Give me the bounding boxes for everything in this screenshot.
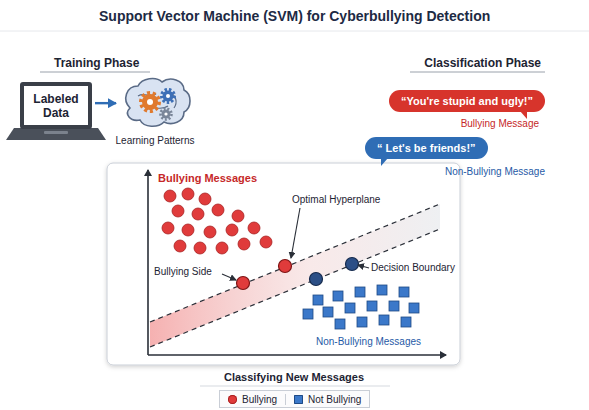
legend-swatch	[294, 395, 303, 404]
connector-arrow	[95, 102, 116, 104]
node-text: Labeled Data	[24, 92, 88, 120]
callout-label: Bullying Side	[154, 266, 212, 277]
diagram-title: Support Vector Machine (SVM) for Cyberbu…	[99, 8, 490, 24]
brain-icon	[126, 79, 190, 127]
laptop-base	[6, 128, 106, 140]
class-label: Non-Bullying Messages	[316, 336, 421, 347]
x-axis	[148, 354, 446, 356]
brain-node: Learning Patterns	[114, 78, 196, 146]
section-rule	[40, 72, 150, 73]
leader-arrow	[291, 208, 300, 258]
margin-band	[150, 204, 440, 347]
legend-item: Bullying	[220, 394, 285, 405]
y-axis	[147, 170, 149, 355]
speech-bubble: “ Let's be friends!”	[365, 137, 488, 159]
legend-swatch	[228, 395, 237, 404]
legend-item: Not Bullying	[285, 394, 369, 405]
section-heading: Classification Phase	[424, 56, 541, 70]
leader-arrow	[222, 274, 236, 280]
callout-label: Optimal Hyperplane	[292, 194, 380, 205]
section-heading: Classifying New Messages	[224, 371, 364, 383]
class-label: Bullying Messages	[158, 172, 257, 184]
speech-bubble: “You're stupid and ugly!”	[389, 90, 545, 112]
laptop-touchpad	[44, 131, 68, 134]
title-rule	[0, 31, 589, 32]
laptop-screen: Labeled Data	[20, 82, 92, 129]
section-heading: Training Phase	[54, 56, 139, 70]
section-rule	[410, 72, 545, 73]
chart-panel	[107, 163, 460, 365]
leader-arrow	[358, 265, 369, 268]
legend-text: Not Bullying	[308, 394, 361, 405]
node-text: “ Let's be friends!”	[377, 142, 476, 154]
data-points	[162, 188, 419, 329]
legend-box: Bullying Not Bullying	[219, 390, 370, 408]
margin-line	[150, 229, 440, 347]
message-label: Bullying Message	[461, 118, 539, 129]
callout-label: Decision Boundary	[371, 262, 455, 273]
message-label: Non-Bullying Message	[445, 166, 545, 177]
section-rule	[200, 386, 390, 387]
legend-text: Bullying	[242, 394, 277, 405]
node-text: Learning Patterns	[114, 135, 196, 146]
node-text: “You're stupid and ugly!”	[401, 95, 533, 107]
